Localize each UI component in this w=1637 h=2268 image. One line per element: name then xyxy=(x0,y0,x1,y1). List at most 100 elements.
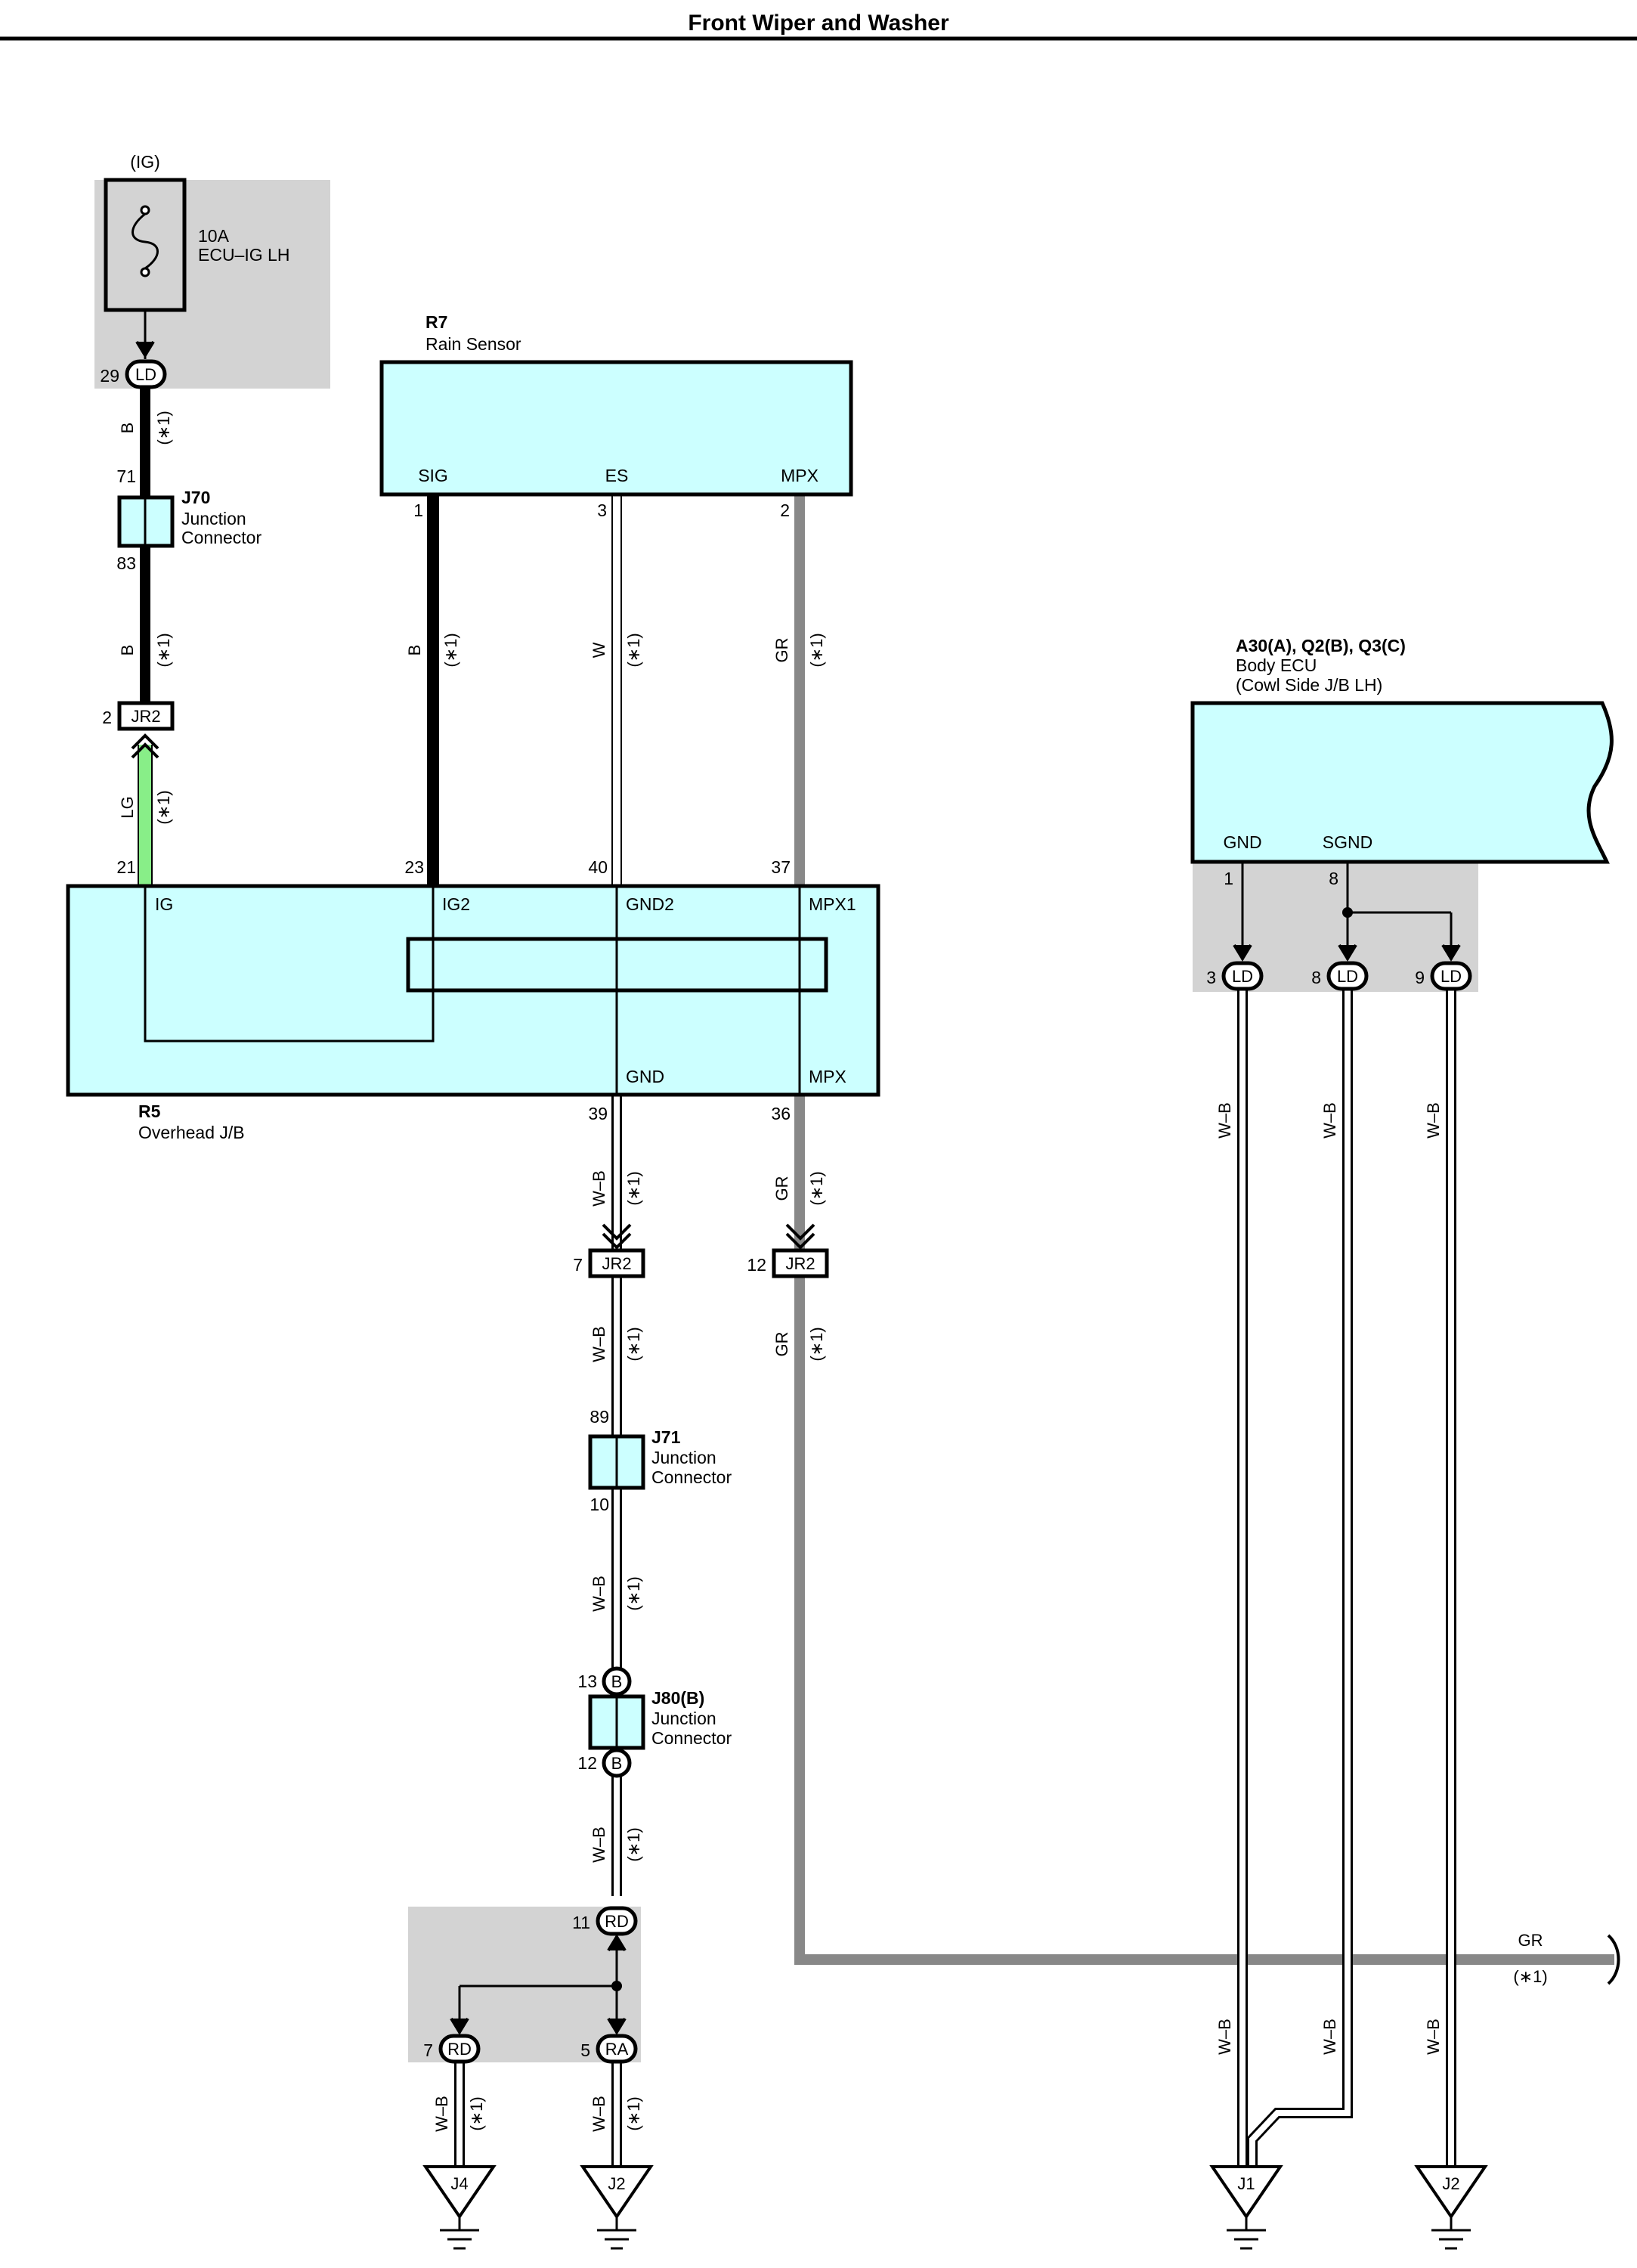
fuse-rating-label: 10A xyxy=(198,226,230,246)
j71-label-1: Junction xyxy=(651,1448,716,1467)
j80-pin-12-letter: B xyxy=(611,1754,623,1773)
svg-text:LD: LD xyxy=(135,365,156,384)
svg-text:LD: LD xyxy=(1337,967,1358,986)
svg-text:W–B: W–B xyxy=(590,1170,608,1207)
svg-text:7: 7 xyxy=(573,1255,583,1275)
r5-pin-gnd2: GND2 xyxy=(626,894,674,914)
connector-ld3: LD 3 xyxy=(1206,961,1264,991)
svg-text:J2: J2 xyxy=(1442,2174,1459,2193)
arrow-icons xyxy=(131,340,1461,2035)
r5-pin-mpx: MPX xyxy=(809,1067,846,1086)
connector-rd7: RD 7 xyxy=(423,2034,481,2064)
svg-text:(∗1): (∗1) xyxy=(807,1327,826,1361)
ecu-code-label: A30(A), Q2(B), Q3(C) xyxy=(1236,636,1406,655)
r5-pin-no-ig2: 23 xyxy=(404,857,424,877)
r7-pin-sig: SIG xyxy=(418,466,448,485)
svg-text:J2: J2 xyxy=(608,2174,625,2193)
ground-symbol-j2-left: J2 xyxy=(580,2165,654,2250)
svg-text:(∗1): (∗1) xyxy=(624,1327,643,1361)
svg-text:(∗1): (∗1) xyxy=(624,2096,643,2130)
svg-text:29: 29 xyxy=(100,366,119,386)
svg-text:GR: GR xyxy=(772,638,791,663)
fuse-name-label: ECU–IG LH xyxy=(198,245,289,265)
r7-code-label: R7 xyxy=(425,312,447,332)
r5-pin-no-ig: 21 xyxy=(116,857,136,877)
svg-text:B: B xyxy=(118,423,137,434)
j70-label-2: Connector xyxy=(181,528,261,547)
r7-rain-sensor-box xyxy=(379,360,853,497)
svg-text:2: 2 xyxy=(102,708,112,727)
svg-text:W–B: W–B xyxy=(1424,2019,1443,2055)
svg-text:JR2: JR2 xyxy=(602,1254,631,1273)
j80-pin-12-circle xyxy=(602,1748,632,1778)
j80-pin-13-letter: B xyxy=(611,1672,623,1691)
r5-pin-ig: IG xyxy=(155,894,173,914)
j80-pin-13-circle xyxy=(602,1666,632,1696)
connector-jr2-2: JR2 2 xyxy=(102,701,175,731)
j80-pin-bot: 12 xyxy=(577,1753,597,1773)
diagram-title: Front Wiper and Washer xyxy=(688,11,949,36)
j80-label-1: Junction xyxy=(651,1709,716,1728)
r7-pin-no-mpx: 2 xyxy=(780,500,790,520)
wb-ground-left xyxy=(454,2062,622,2167)
svg-text:(∗1): (∗1) xyxy=(1513,1967,1547,1986)
svg-text:J1: J1 xyxy=(1237,2174,1255,2193)
svg-text:(∗1): (∗1) xyxy=(807,1171,826,1205)
splice-dot-rd xyxy=(611,1981,622,1991)
r7-pin-es: ES xyxy=(605,466,629,485)
fuse-terminal-top xyxy=(140,205,150,215)
j71-code-label: J71 xyxy=(651,1427,681,1447)
svg-text:(∗1): (∗1) xyxy=(154,790,173,824)
ecu-name-label: Body ECU xyxy=(1236,655,1317,675)
svg-text:12: 12 xyxy=(747,1255,766,1275)
svg-text:9: 9 xyxy=(1415,968,1425,987)
j70-label-1: Junction xyxy=(181,509,246,528)
wire-gr-bus xyxy=(794,1095,1614,1965)
ecu-pin-gnd: GND xyxy=(1223,832,1261,852)
r5-pin-no-mpx1: 37 xyxy=(771,857,791,877)
r7-pin-no-sig: 1 xyxy=(413,500,423,520)
ecu-sub-label: (Cowl Side J/B LH) xyxy=(1236,675,1382,695)
svg-text:W–B: W–B xyxy=(1424,1102,1443,1139)
j80-label-2: Connector xyxy=(651,1728,732,1748)
r5-pin-no-gnd2: 40 xyxy=(588,857,608,877)
svg-text:(∗1): (∗1) xyxy=(154,411,173,445)
svg-text:W–B: W–B xyxy=(590,1576,608,1612)
svg-text:11: 11 xyxy=(572,1913,590,1932)
svg-text:W–B: W–B xyxy=(590,1326,608,1362)
svg-text:RD: RD xyxy=(605,1912,629,1931)
r5-internal-ig xyxy=(144,886,435,1043)
svg-text:(∗1): (∗1) xyxy=(624,1827,643,1861)
j70-pin-bot: 83 xyxy=(116,553,136,573)
svg-text:JR2: JR2 xyxy=(785,1254,815,1273)
fuse-source-label: (IG) xyxy=(130,152,160,172)
svg-text:W–B: W–B xyxy=(1320,2019,1339,2055)
svg-text:W–B: W–B xyxy=(1215,1102,1234,1139)
svg-text:W–B: W–B xyxy=(1215,2019,1234,2055)
r7-pin-no-es: 3 xyxy=(597,500,607,520)
svg-text:W–B: W–B xyxy=(590,1826,608,1863)
svg-text:(∗1): (∗1) xyxy=(154,633,173,667)
ecu-ground-wires xyxy=(1237,862,1456,2167)
svg-text:J4: J4 xyxy=(450,2174,468,2193)
svg-text:7: 7 xyxy=(423,2040,433,2060)
fuse-icon xyxy=(132,212,159,270)
svg-text:B: B xyxy=(405,645,424,656)
connector-jr2-12: JR2 12 xyxy=(747,1248,829,1278)
svg-text:(∗1): (∗1) xyxy=(624,633,643,667)
wire-break-symbol xyxy=(1607,1934,1620,1985)
ground-symbol-j1: J1 xyxy=(1209,2165,1283,2250)
svg-text:W–B: W–B xyxy=(590,2096,608,2132)
svg-text:LD: LD xyxy=(1232,967,1253,986)
svg-text:RA: RA xyxy=(605,2040,629,2059)
svg-text:LD: LD xyxy=(1440,967,1462,986)
r5-code-label: R5 xyxy=(138,1101,161,1121)
j70-pin-top: 71 xyxy=(116,466,136,486)
ecu-box xyxy=(1190,701,1614,864)
svg-text:B: B xyxy=(118,645,137,656)
svg-text:LG: LG xyxy=(118,796,137,818)
svg-text:W–B: W–B xyxy=(432,2096,451,2132)
ground-symbol-j4: J4 xyxy=(422,2165,497,2250)
connector-ld9: LD 9 xyxy=(1415,961,1472,991)
